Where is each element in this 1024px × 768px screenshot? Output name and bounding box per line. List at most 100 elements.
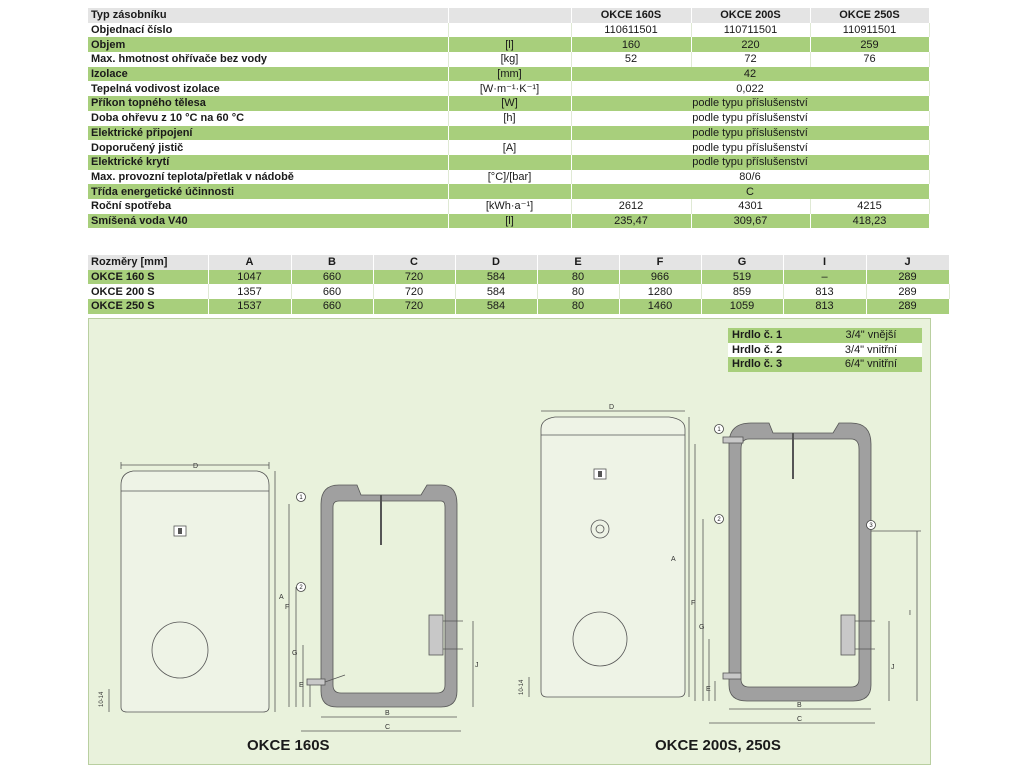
dimension-value: 660: [291, 299, 374, 314]
parameter-unit: [448, 125, 572, 141]
parameter-value-200s: 220: [691, 37, 811, 53]
parameter-unit: [448, 154, 572, 170]
dimension-value: 519: [701, 269, 784, 285]
technical-drawing-panel: D A 10-14 F G E J B C D A 10-14 F G E J …: [88, 318, 931, 765]
parameter-value-200s: 110711501: [691, 22, 811, 38]
header-unit: [448, 8, 572, 23]
dimension-value: 660: [291, 269, 374, 285]
dimension-value: 80: [537, 299, 620, 314]
parameter-value-200s: 4301: [691, 198, 811, 214]
dimension-value: 80: [537, 284, 620, 300]
dim-label-b-160: B: [385, 710, 390, 717]
dimension-value: 1460: [619, 299, 702, 314]
parameters-header-row: Typ zásobníku OKCE 160S OKCE 200S OKCE 2…: [88, 8, 930, 23]
parameter-unit: [l]: [448, 213, 572, 229]
header-okce-160s: OKCE 160S: [571, 8, 692, 23]
parameter-unit: [448, 22, 572, 38]
connection-name: Hrdlo č. 1: [728, 328, 820, 343]
dim-label-e-160: E: [299, 682, 304, 689]
parameter-row: Max. provozní teplota/přetlak v nádobě[°…: [88, 169, 930, 185]
parameter-unit: [kWh·a⁻¹]: [448, 198, 572, 214]
dimension-header-j: J: [866, 255, 950, 270]
parameter-label: Max. hmotnost ohřívače bez vody: [88, 52, 449, 67]
dimension-header-e: E: [537, 255, 620, 270]
marker-2-200: 2: [717, 517, 721, 523]
parameter-value-160s: 110611501: [571, 22, 692, 38]
dimension-value: 720: [373, 284, 456, 300]
dimension-value: 289: [866, 299, 950, 314]
parameter-label: Roční spotřeba: [88, 198, 449, 214]
parameter-label: Příkon topného tělesa: [88, 96, 449, 111]
dimension-header-d: D: [455, 255, 538, 270]
parameter-label: Doporučený jistič: [88, 140, 449, 155]
dim-label-b-200: B: [797, 702, 802, 709]
dimension-header-a: A: [208, 255, 292, 270]
dimension-value: 1280: [619, 284, 702, 300]
dimension-value: 720: [373, 299, 456, 314]
dim-label-a-200: A: [671, 556, 676, 563]
dimension-value: 966: [619, 269, 702, 285]
dimension-header-f: F: [619, 255, 702, 270]
parameter-unit: [448, 184, 572, 199]
parameter-label: Doba ohřevu z 10 °C na 60 °C: [88, 110, 449, 126]
dim-label-d-200: D: [609, 404, 614, 411]
dim-label-g-160: G: [292, 650, 297, 657]
connection-value: 6/4" vnitřní: [820, 357, 922, 372]
okce-200s-section-view: [694, 422, 921, 724]
dimension-value: 1047: [208, 269, 292, 285]
dimension-value: 1059: [701, 299, 784, 314]
parameter-value-all: podle typu příslušenství: [571, 96, 930, 111]
marker-3-200: 3: [869, 523, 873, 529]
parameter-label: Elektrické připojení: [88, 125, 449, 141]
parameters-table: Typ zásobníku OKCE 160S OKCE 200S OKCE 2…: [88, 8, 930, 229]
dim-label-d-160: D: [193, 463, 198, 470]
parameter-unit: [°C]/[bar]: [448, 169, 572, 185]
dim-label-f-160: F: [285, 604, 289, 611]
dimension-header-c: C: [373, 255, 456, 270]
dim-label-foot-160: 10-14: [99, 691, 105, 707]
parameter-value-250s: 418,23: [810, 213, 930, 229]
dimension-header-b: B: [291, 255, 374, 270]
dimension-value: 1357: [208, 284, 292, 300]
okce-160s-front-view: [108, 462, 276, 713]
dimension-header-g: G: [701, 255, 784, 270]
parameter-value-160s: 160: [571, 37, 692, 53]
dimension-model: OKCE 200 S: [88, 284, 209, 300]
parameter-row: Příkon topného tělesa[W]podle typu přísl…: [88, 96, 930, 111]
parameter-value-all: 0,022: [571, 81, 930, 97]
parameter-row: Izolace[mm]42: [88, 66, 930, 82]
parameter-row: Tepelná vodivost izolace[W·m⁻¹·K⁻¹]0,022: [88, 81, 930, 97]
caption-okce-200s-250s: OKCE 200S, 250S: [655, 737, 781, 754]
dim-label-i-200: I: [909, 610, 911, 617]
dimension-value: 720: [373, 269, 456, 285]
dimensions-header-label: Rozměry [mm]: [88, 255, 209, 270]
connection-name: Hrdlo č. 2: [728, 342, 820, 357]
dimension-value: 80: [537, 269, 620, 285]
dimension-value: –: [783, 269, 867, 285]
parameter-label: Elektrické krytí: [88, 154, 449, 170]
parameter-label: Třída energetické účinnosti: [88, 184, 449, 199]
parameter-label: Smíšená voda V40: [88, 213, 449, 229]
okce-200s-front-view: [528, 410, 690, 698]
dimension-value: 813: [783, 284, 867, 300]
dimension-model: OKCE 160 S: [88, 269, 209, 285]
dim-label-a-160: A: [279, 594, 284, 601]
marker-2-160: 2: [299, 585, 303, 591]
parameter-label: Izolace: [88, 66, 449, 82]
dimension-value: 584: [455, 269, 538, 285]
dimension-value: 813: [783, 299, 867, 314]
parameter-label: Objednací číslo: [88, 22, 449, 38]
parameter-value-200s: 309,67: [691, 213, 811, 229]
parameter-value-160s: 52: [571, 52, 692, 67]
